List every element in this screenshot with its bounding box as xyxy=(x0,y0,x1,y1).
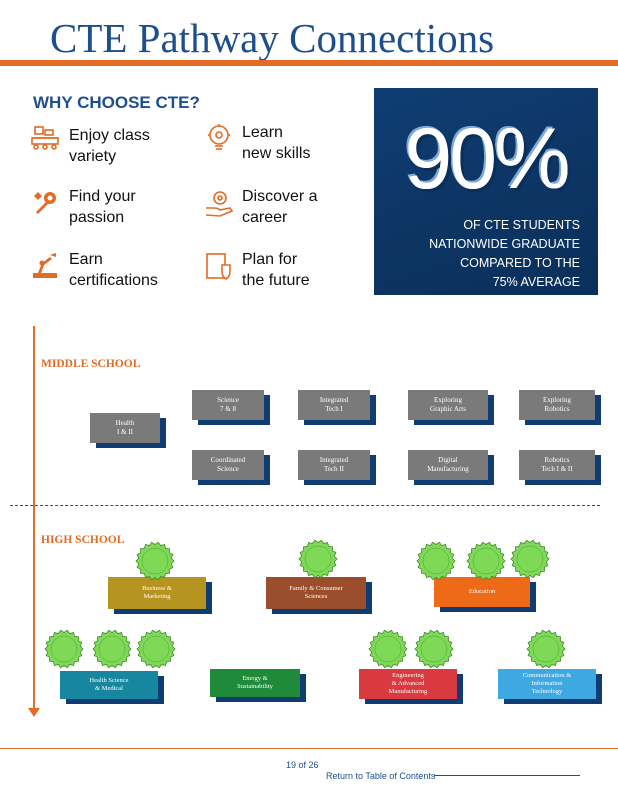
benefit-text: Plan for the future xyxy=(242,251,310,289)
benefit-text: Enjoy class variety xyxy=(69,127,150,165)
cluster-box: Business & Marketing xyxy=(108,577,206,609)
course-box: Coordinated Science xyxy=(192,450,264,480)
badge-icon xyxy=(414,629,454,669)
cluster-box: Education xyxy=(434,577,530,607)
toc-underline xyxy=(434,775,580,776)
badge-icon xyxy=(92,629,132,669)
stat-number: 90% xyxy=(404,111,570,207)
benefit-text: Discover a career xyxy=(242,188,318,226)
course-box: Exploring Graphic Arts xyxy=(408,390,488,420)
badge-icon xyxy=(416,541,456,581)
benefit-text: Find your passion xyxy=(69,188,136,226)
badge-icon xyxy=(368,629,408,669)
benefit-text: Learn new skills xyxy=(242,124,311,162)
badge-icon xyxy=(135,541,175,581)
hand-gear-icon xyxy=(205,191,234,217)
section-divider xyxy=(10,505,600,506)
timeline-arrow-icon xyxy=(28,708,40,717)
course-box: Science 7 & 8 xyxy=(192,390,264,420)
footer-rule xyxy=(0,748,618,749)
header-rule xyxy=(0,60,618,66)
high-school-label: HIGH SCHOOL xyxy=(41,534,125,546)
cluster-box: Energy & Sustainability xyxy=(210,669,300,697)
cluster-box: Engineering & Advanced Manufacturing xyxy=(359,669,457,699)
stat-box: 90% OF CTE STUDENTS NATIONWIDE GRADUATE … xyxy=(374,88,598,308)
cluster-box: Family & Consumer Sciences xyxy=(266,577,366,609)
why-heading: WHY CHOOSE CTE? xyxy=(33,93,200,112)
cluster-box: Health Science & Medical xyxy=(60,671,158,699)
course-box: Digital Manufacturing xyxy=(408,450,488,480)
document-shield-icon xyxy=(206,253,231,280)
stat-description: OF CTE STUDENTS NATIONWIDE GRADUATE COMP… xyxy=(429,218,580,308)
lightbulb-gear-icon xyxy=(208,124,230,150)
badge-icon xyxy=(136,629,176,669)
conveyor-icon xyxy=(31,126,59,150)
course-box: Exploring Robotics xyxy=(519,390,595,420)
page-number: 19 of 26 xyxy=(286,760,319,770)
course-box: Integrated Tech I xyxy=(298,390,370,420)
middle-school-label: MIDDLE SCHOOL xyxy=(41,358,141,370)
robot-arm-icon xyxy=(33,253,57,278)
timeline-line xyxy=(33,326,35,711)
course-box: Health I & II xyxy=(90,413,160,443)
course-box: Integrated Tech II xyxy=(298,450,370,480)
badge-icon xyxy=(510,539,550,579)
toc-link[interactable]: Return to Table of Contents xyxy=(326,771,436,781)
course-box: Robotics Tech I & II xyxy=(519,450,595,480)
badge-icon xyxy=(526,629,566,669)
badge-icon xyxy=(466,541,506,581)
badge-icon xyxy=(298,539,338,579)
page-title: CTE Pathway Connections xyxy=(50,15,495,61)
wrench-icon xyxy=(34,192,56,214)
cluster-box: Communication & Information Technology xyxy=(498,669,596,699)
badge-icon xyxy=(44,629,84,669)
benefit-text: Earn certifications xyxy=(69,251,158,289)
